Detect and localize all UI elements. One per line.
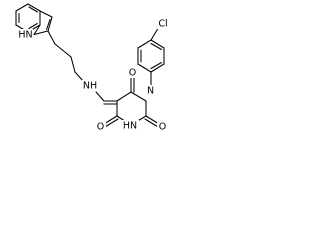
amine-nh-label: NH	[83, 81, 97, 92]
ethyl-linker	[47, 30, 85, 83]
carbonyl-bonds	[103, 77, 160, 128]
carbonyl-o-top-label: O	[129, 68, 136, 79]
chlorophenyl-ring	[137, 24, 165, 73]
chloro-label: Cl	[158, 19, 167, 30]
molecule-svg: HN NH Cl N HN O O O	[15, 3, 171, 133]
carbonyl-o-left-label: O	[97, 122, 104, 133]
indole-nh-label: HN	[18, 30, 32, 41]
n1-label: N	[147, 86, 154, 97]
molecule-structure-diagram: HN NH Cl N HN O O O	[0, 0, 184, 174]
n3-label: HN	[123, 121, 137, 132]
indole-benzene-ring	[15, 3, 41, 33]
atom-labels: HN NH Cl N HN O O O	[18, 18, 171, 133]
methylidene-bridge	[95, 91, 118, 105]
carbonyl-o-right-label: O	[159, 122, 166, 133]
